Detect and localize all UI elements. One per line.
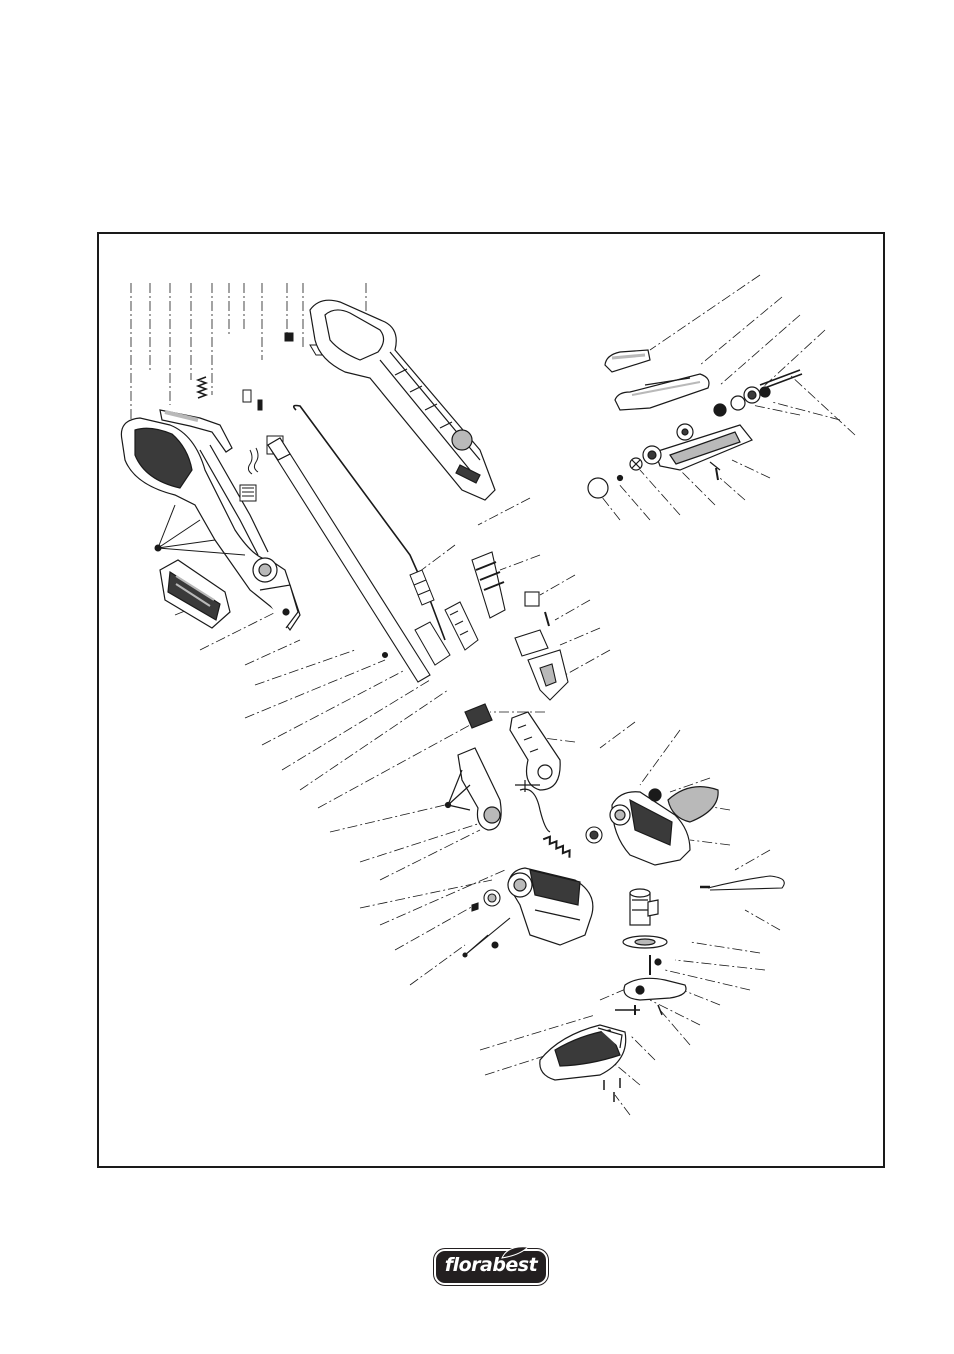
wheel-axle: [713, 369, 803, 417]
handle-screws: [154, 504, 246, 556]
motor-cover: [609, 786, 719, 866]
cable-wire-right: [700, 875, 785, 891]
leaf-icon: [501, 1246, 530, 1259]
wheel-frame: [587, 423, 753, 499]
coupling: [471, 551, 569, 701]
tube-clips: [414, 601, 479, 666]
logo-text: florabest: [444, 1254, 538, 1276]
cable: [292, 404, 446, 641]
blade: [615, 977, 687, 1016]
handle-housing: [120, 417, 301, 632]
head-bracket: [444, 747, 502, 831]
diagram-frame: [97, 232, 885, 1168]
switch-trigger: [159, 409, 233, 453]
lower-tube: [464, 703, 561, 791]
logo-badge: [436, 1251, 546, 1283]
spool-parts: [462, 826, 603, 958]
guard-wire: [515, 780, 551, 833]
guide-bar: [614, 373, 710, 411]
upper-handle: [309, 299, 496, 501]
outer-tube: [267, 437, 431, 683]
motor: [622, 888, 668, 975]
brand-logo: florabest: [436, 1245, 548, 1285]
base-plate: [539, 1024, 627, 1081]
guard: [507, 867, 594, 946]
spring: [195, 376, 209, 399]
base-screws: [603, 1078, 621, 1102]
battery-pack: [159, 559, 231, 629]
cover-cap: [604, 349, 651, 373]
